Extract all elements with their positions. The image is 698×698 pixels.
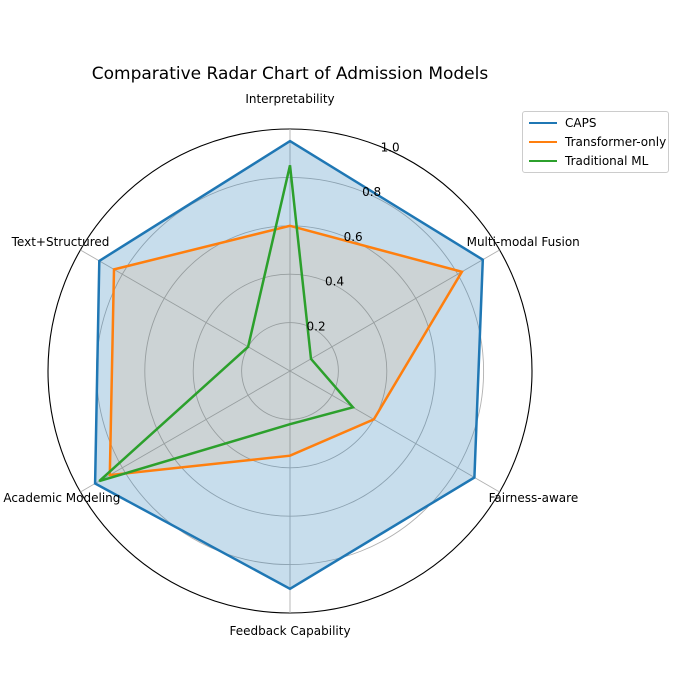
- series-fill-caps: [95, 141, 483, 589]
- legend-swatch-caps: [529, 122, 557, 124]
- axis-label-interpretability: Interpretability: [245, 92, 334, 106]
- radial-tick-label: 0.6: [344, 230, 363, 244]
- series-line-transformer-only: [108, 224, 464, 477]
- legend-label-transformer-only: Transformer-only: [565, 135, 667, 149]
- axis-label-text-structured: Text+Structured: [11, 235, 110, 249]
- chart-title: Comparative Radar Chart of Admission Mod…: [91, 64, 489, 84]
- legend-swatch-transformer-only: [529, 141, 557, 143]
- radial-tick-label: 0.2: [307, 319, 326, 333]
- radial-tick-label: 0.8: [362, 185, 381, 199]
- legend-item-caps: CAPS: [529, 114, 596, 132]
- radar-spoke-fairness-aware: [289, 370, 500, 493]
- radial-tick-label: 1.0: [381, 140, 400, 154]
- axis-label-multi-modal-fusion: Multi-modal Fusion: [467, 235, 580, 249]
- axis-label-fairness-aware: Fairness-aware: [489, 491, 579, 505]
- axis-label-academic-modeling: Academic Modeling: [3, 491, 120, 505]
- radar-spoke-multi-modal-fusion: [289, 249, 500, 372]
- series-line-caps: [93, 139, 485, 591]
- legend-label-traditional-ml: Traditional ML: [565, 154, 649, 168]
- legend-item-traditional-ml: Traditional ML: [529, 152, 648, 170]
- legend-item-transformer-only: Transformer-only: [529, 133, 666, 151]
- radar-labels: 0.2 0.4 0.6 0.8 1.0 InterpretabilityMulti-mod…: [3, 92, 579, 638]
- axis-label-feedback-capability: Feedback Capability: [229, 624, 350, 638]
- legend: CAPS Transformer-only Traditional ML: [522, 111, 669, 173]
- series-fill-transformer-only: [109, 225, 462, 476]
- radar-spoke-academic-modeling: [80, 370, 291, 493]
- series-line-traditional-ml: [98, 165, 356, 483]
- legend-label-caps: CAPS: [565, 116, 597, 130]
- radial-tick-label: 0.4: [325, 275, 344, 289]
- legend-swatch-traditional-ml: [529, 160, 557, 162]
- radar-series: [93, 139, 485, 591]
